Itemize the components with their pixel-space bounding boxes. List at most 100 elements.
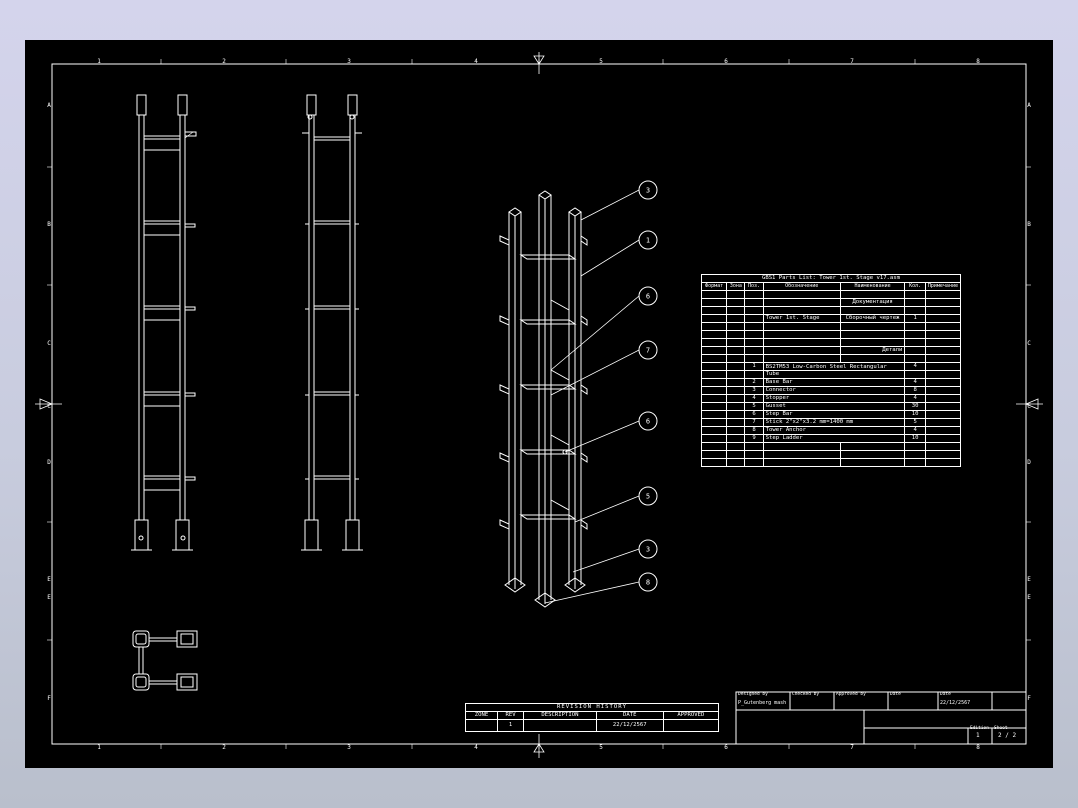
balloon-number-5: 5 <box>646 493 650 501</box>
item-designation: Gusset <box>762 402 906 411</box>
parts-blank-cell <box>744 322 764 331</box>
parts-blank-cell <box>744 330 764 339</box>
zone-row-left-2: C <box>47 340 51 347</box>
checked-by-label: Checked by <box>792 692 820 697</box>
parts-blank-cell <box>700 330 728 339</box>
balloon-number-2: 6 <box>646 293 650 301</box>
parts-blank-cell <box>762 450 841 459</box>
parts-empty-cell <box>924 434 962 443</box>
balloon-leader-1 <box>580 239 640 277</box>
parts-blank-cell <box>744 458 764 467</box>
balloon-circle-7 <box>638 572 658 592</box>
parts-blank-cell <box>924 330 962 339</box>
parts-empty-cell <box>726 434 746 443</box>
rev-header-approved: APPROVED <box>662 711 720 720</box>
zone-col-bottom-2: 2 <box>222 744 226 751</box>
balloon-2: 6 <box>550 286 658 371</box>
zone-col-bottom-5: 5 <box>599 744 603 751</box>
parts-section-documentation: Документация <box>700 298 962 307</box>
rev-number: 1 <box>496 719 525 732</box>
zone-col-top-2: 2 <box>222 58 226 65</box>
rev-header-zone: ZONE <box>465 711 498 720</box>
balloon-number-3: 7 <box>646 347 650 355</box>
parts-empty-cell <box>700 378 728 387</box>
centering-marks <box>35 52 1043 758</box>
parts-blank-cell <box>904 322 926 331</box>
parts-empty-cell <box>726 394 746 403</box>
parts-item-row: Tube <box>700 370 962 379</box>
zone-col-top-4: 4 <box>474 58 478 65</box>
item-qty: 5 <box>904 418 926 427</box>
edition-value: 1 <box>976 732 980 739</box>
parts-blank-cell <box>744 290 764 299</box>
parts-empty-cell <box>924 362 962 371</box>
item-pos: 3 <box>744 386 764 395</box>
balloon-0: 3 <box>580 180 658 221</box>
parts-empty-cell <box>924 370 962 379</box>
parts-empty-cell <box>924 394 962 403</box>
balloon-1: 1 <box>580 230 658 277</box>
parts-blank-cell <box>839 354 906 363</box>
parts-empty-cell <box>924 314 962 323</box>
parts-empty-cell <box>744 346 764 355</box>
parts-empty-cell <box>762 298 841 307</box>
parts-empty-cell <box>700 362 728 371</box>
balloon-circle-3 <box>638 340 658 360</box>
parts-blank-cell <box>762 442 841 451</box>
zone-row-left-4: D <box>47 459 51 466</box>
balloon-leader-5 <box>574 495 640 523</box>
sheet-label: Sheet <box>994 726 1008 731</box>
parts-blank-cell <box>726 354 746 363</box>
parts-empty-cell <box>726 370 746 379</box>
rev-approved <box>662 719 720 732</box>
front-view-ladder <box>131 94 197 551</box>
balloon-leader-6 <box>572 548 640 573</box>
parts-blank-cell <box>744 354 764 363</box>
balloon-circle-1 <box>638 230 658 250</box>
balloon-circle-0 <box>638 180 658 200</box>
item-pos <box>744 370 764 379</box>
parts-list-title: GBS1 Parts List: Tower 1st. Stage v17.as… <box>701 274 961 283</box>
parts-empty-cell <box>700 394 728 403</box>
zone-row-left-1: B <box>47 221 51 228</box>
item-qty: 10 <box>904 434 926 443</box>
parts-blank-cell <box>924 290 962 299</box>
parts-empty-cell <box>924 426 962 435</box>
revision-history-table: REVISION HISTORY ZONE REV DESCRIPTION DA… <box>465 703 720 732</box>
parts-empty-cell <box>726 418 746 427</box>
parts-blank-cell <box>924 322 962 331</box>
parts-header-6: Примечание <box>924 282 962 291</box>
parts-blank-cell <box>700 290 728 299</box>
parts-empty-cell <box>700 410 728 419</box>
parts-blank-cell <box>726 338 746 347</box>
parts-blank-row <box>700 330 962 339</box>
item-qty <box>904 370 926 379</box>
date-label: Date <box>890 692 901 697</box>
parts-blank-cell <box>904 354 926 363</box>
zone-col-bottom-8: 8 <box>976 744 980 751</box>
parts-blank-cell <box>904 458 926 467</box>
parts-empty-cell <box>700 314 728 323</box>
parts-blank-cell <box>762 458 841 467</box>
item-pos: 5 <box>744 402 764 411</box>
parts-empty-cell <box>924 298 962 307</box>
parts-blank-cell <box>924 442 962 451</box>
zone-row-right-4: D <box>1027 459 1031 466</box>
parts-blank-cell <box>700 450 728 459</box>
zone-col-top-7: 7 <box>850 58 854 65</box>
parts-blank-cell <box>924 450 962 459</box>
parts-title-row: GBS1 Parts List: Tower 1st. Stage v17.as… <box>701 274 961 283</box>
balloon-number-4: 6 <box>646 418 650 426</box>
parts-blank-cell <box>762 338 841 347</box>
parts-empty-cell <box>904 346 926 355</box>
parts-empty-cell <box>924 402 962 411</box>
item-pos: 8 <box>744 426 764 435</box>
